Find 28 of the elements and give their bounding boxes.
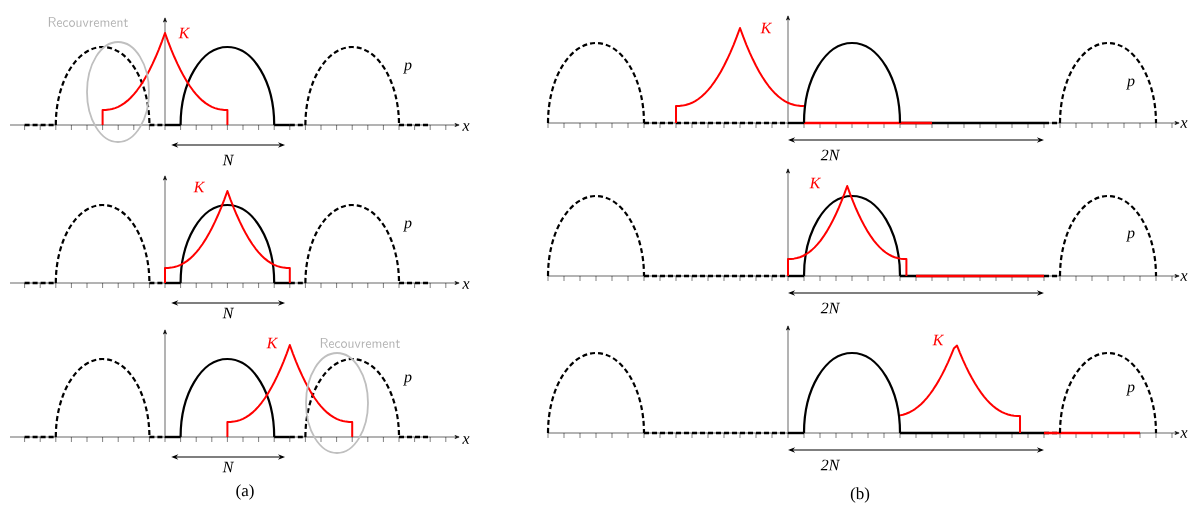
annotation-label: Recouvrement bbox=[320, 338, 400, 348]
curve-label: K bbox=[932, 334, 945, 346]
annotation-label: Recouvrement bbox=[48, 17, 128, 27]
panel-label: (b) bbox=[850, 487, 870, 503]
math-label: p bbox=[403, 62, 412, 74]
math-label: x bbox=[1180, 273, 1188, 281]
math-label: x bbox=[1180, 120, 1188, 128]
math-label: p bbox=[1126, 230, 1135, 242]
math-label: N bbox=[222, 461, 235, 473]
math-label: N bbox=[222, 307, 235, 319]
math-label: N bbox=[222, 154, 235, 166]
math-label: p bbox=[1126, 384, 1135, 396]
math-label: p bbox=[403, 374, 412, 386]
curve-label: K bbox=[266, 337, 278, 349]
curve-label: K bbox=[193, 181, 205, 193]
math-label: x bbox=[462, 281, 470, 289]
math-label: x bbox=[462, 123, 470, 131]
math-label: 2N bbox=[820, 149, 841, 161]
math-label: 2N bbox=[820, 459, 841, 471]
math-label: p bbox=[1126, 78, 1135, 90]
math-label: p bbox=[403, 220, 412, 232]
panel-label: (a) bbox=[236, 484, 254, 500]
math-label: 2N bbox=[820, 302, 841, 314]
math-label: x bbox=[462, 436, 470, 444]
curve-label: K bbox=[178, 27, 190, 39]
curve-label: K bbox=[809, 177, 822, 189]
curve-label: K bbox=[760, 22, 773, 34]
math-label: x bbox=[1180, 430, 1188, 438]
